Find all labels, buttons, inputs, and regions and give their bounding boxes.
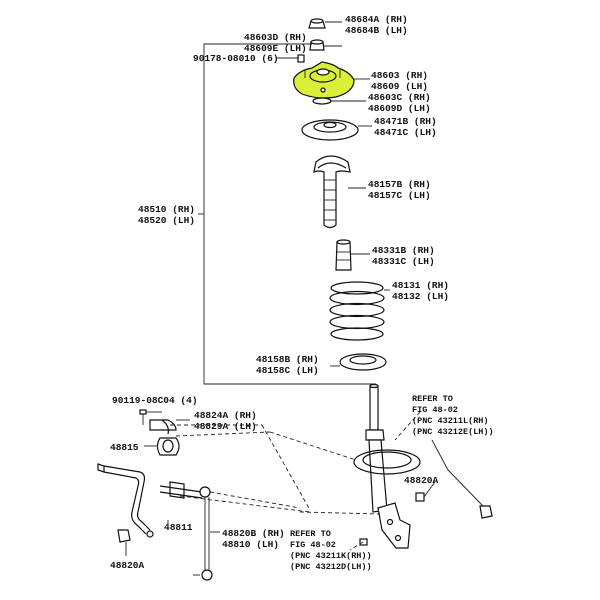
label-48609e: 48609E (LH) [244, 43, 307, 54]
leader-lines [125, 21, 484, 556]
label-48603d: 48603D (RH) [244, 32, 307, 43]
nut-48603d [309, 39, 325, 51]
label-48158c: 48158C (LH) [256, 365, 319, 376]
label-48829a: 48829A (LH) [194, 421, 257, 432]
lower-insulator-48158 [339, 353, 387, 371]
label-90178: 90178-08010 (6) [193, 53, 279, 64]
refer-top-line2: FIG 48-02 [412, 405, 458, 415]
nut-90178 [297, 54, 305, 63]
label-48157b: 48157B (RH) [368, 179, 431, 190]
label-48684a: 48684A (RH) [345, 14, 408, 25]
refer-bottom-line4: (PNC 43212D(LH)) [290, 562, 372, 572]
label-48520: 48520 (LH) [138, 215, 195, 226]
label-48820a-right: 48820A [404, 475, 439, 486]
stabilizer-bar-48811 [97, 463, 203, 538]
label-48815: 48815 [110, 442, 139, 453]
upper-seat-48471 [301, 119, 359, 141]
label-48609: 48609 (LH) [371, 81, 428, 92]
label-48132: 48132 (LH) [392, 291, 449, 302]
bolt-lower-strut [359, 538, 368, 546]
part-labels: 48684A (RH) 48684B (LH) 48603D (RH) 4860… [110, 14, 494, 572]
strut-assembly [353, 383, 425, 549]
nut-48820a-right [479, 505, 493, 519]
label-48158b: 48158B (RH) [256, 354, 319, 365]
bumper-48331 [335, 239, 352, 271]
label-48131: 48131 (RH) [392, 280, 449, 291]
label-48603c: 48603C (RH) [368, 92, 431, 103]
label-48820b: 48820B (RH) [222, 528, 285, 539]
support-mount-48603 [293, 61, 355, 99]
label-48820a-left: 48820A [110, 560, 145, 571]
label-48810: 48810 (LH) [222, 539, 279, 550]
refer-bottom-line1: REFER TO [290, 529, 331, 539]
label-48510: 48510 (RH) [138, 204, 195, 215]
bushing-48815 [156, 437, 180, 456]
bolt-90119 [139, 409, 147, 425]
bump-boot-48157 [313, 155, 351, 229]
washer-48603c [312, 97, 332, 105]
refer-bottom-line2: FIG 48-02 [290, 540, 336, 550]
label-48824a: 48824A (RH) [194, 410, 257, 421]
coil-spring-48131 [329, 281, 385, 341]
label-48603: 48603 (RH) [371, 70, 428, 81]
label-48331c: 48331C (LH) [372, 256, 435, 267]
bracket-48824 [149, 419, 177, 435]
label-48609d: 48609D (LH) [368, 103, 431, 114]
label-48331b: 48331B (RH) [372, 245, 435, 256]
refer-top-line4: (PNC 43212E(LH)) [412, 427, 494, 437]
label-48811: 48811 [164, 522, 193, 533]
stabilizer-link-48820b [193, 486, 213, 581]
refer-top-line3: (PNC 43211L(RH) [412, 416, 489, 426]
label-48684b: 48684B (LH) [345, 25, 408, 36]
refer-bottom-line3: (PNC 43211K(RH)) [290, 551, 372, 561]
label-48157c: 48157C (LH) [368, 190, 431, 201]
label-48471b: 48471B (RH) [374, 116, 437, 127]
nut-48820a-left [117, 529, 131, 543]
label-48471c: 48471C (LH) [374, 127, 437, 138]
label-90119: 90119-08C04 (4) [112, 395, 198, 406]
cap-48684 [308, 18, 326, 29]
refer-top-line1: REFER TO [412, 394, 453, 404]
